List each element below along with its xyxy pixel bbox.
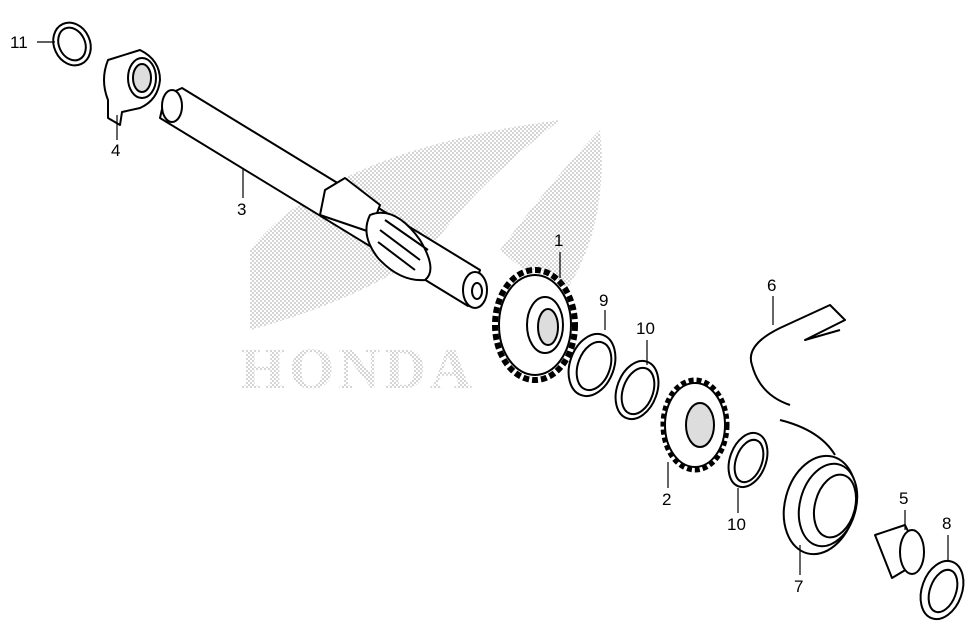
part-8-washer <box>919 559 965 621</box>
part-11-snap-ring <box>52 21 92 67</box>
callout-3: 3 <box>237 200 247 219</box>
part-10-circlip-b <box>727 431 769 489</box>
callout-10-a: 10 <box>636 319 655 338</box>
callout-2: 2 <box>662 490 672 509</box>
callout-5: 5 <box>899 489 909 508</box>
part-10-circlip-a <box>614 359 660 421</box>
part-3-spindle <box>159 87 488 309</box>
callout-7: 7 <box>794 577 804 596</box>
part-1-gear <box>492 267 578 383</box>
leader-lines <box>37 41 949 575</box>
callout-6: 6 <box>767 276 777 295</box>
part-9-washer <box>567 333 617 397</box>
part-7-return-spring <box>779 419 859 556</box>
callout-9: 9 <box>599 291 609 310</box>
part-2-ratchet <box>660 377 730 473</box>
callout-8: 8 <box>942 514 952 533</box>
callout-10-b: 10 <box>727 515 746 534</box>
callout-11: 11 <box>10 33 28 52</box>
part-5-collar <box>874 524 925 579</box>
callout-4: 4 <box>111 141 121 160</box>
part-4-guide <box>103 49 161 126</box>
callout-1: 1 <box>554 231 564 250</box>
part-6-spring <box>749 304 846 406</box>
watermark-text: HONDA <box>240 336 476 401</box>
